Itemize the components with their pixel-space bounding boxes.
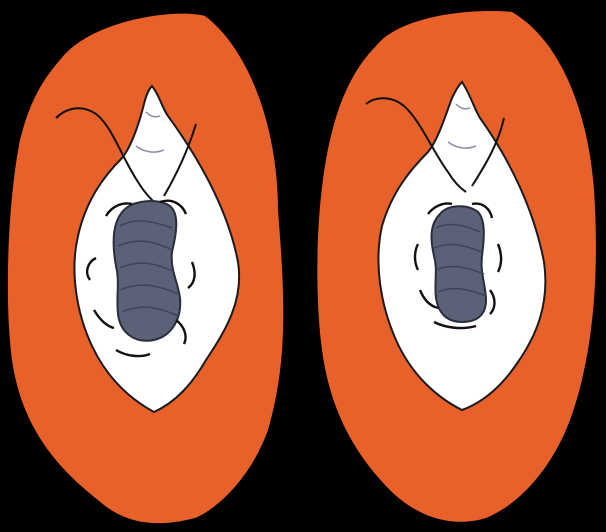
left-panel	[8, 14, 283, 524]
right-dark-mass	[432, 206, 486, 322]
right-panel	[317, 11, 596, 522]
